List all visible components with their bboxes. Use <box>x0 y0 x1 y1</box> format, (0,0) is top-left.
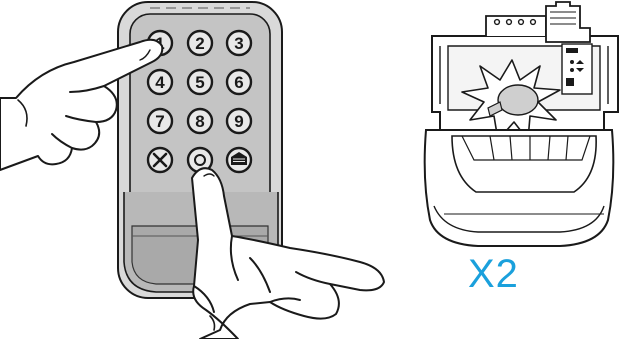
key-7[interactable] <box>146 107 174 135</box>
key-label-8: 8 <box>195 112 204 131</box>
key-enter[interactable] <box>225 146 253 174</box>
key-label-5: 5 <box>195 73 204 92</box>
light-bulb-icon <box>487 84 539 117</box>
key-label-4: 4 <box>155 73 165 92</box>
opener-top-mount <box>485 15 547 36</box>
x-icon <box>152 152 168 168</box>
key-label-2: 2 <box>195 34 204 53</box>
key-label-6: 6 <box>234 73 243 92</box>
key-2[interactable] <box>186 29 214 57</box>
key-label-3: 3 <box>234 34 243 53</box>
key-6[interactable] <box>225 68 253 96</box>
key-3[interactable] <box>225 29 253 57</box>
key-label-9: 9 <box>234 112 243 131</box>
garage-door-opener <box>423 1 619 247</box>
key-label-7: 7 <box>155 112 164 131</box>
mount-holes <box>493 18 537 26</box>
circle-icon <box>194 154 206 166</box>
flashing-light-burst <box>461 59 561 141</box>
key-5[interactable] <box>186 68 214 96</box>
right-hand-pressing <box>191 167 385 339</box>
garage-icon <box>231 152 247 165</box>
key-clear[interactable] <box>146 146 174 174</box>
opener-motor-block <box>545 1 591 43</box>
repeat-count-label: X2 <box>468 252 519 296</box>
key-9[interactable] <box>225 107 253 135</box>
left-hand-pressing <box>0 38 164 171</box>
key-8[interactable] <box>186 107 214 135</box>
key-4[interactable] <box>146 68 174 96</box>
